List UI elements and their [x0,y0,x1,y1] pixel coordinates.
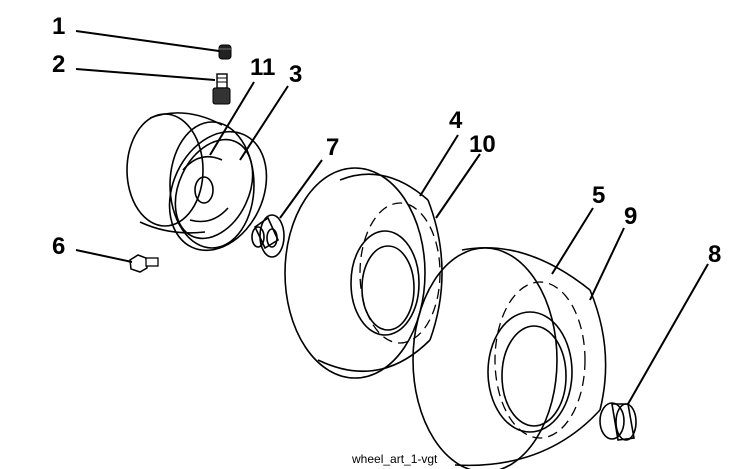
hub-cap [599,402,637,441]
callout-6: 6 [52,233,65,260]
leader-lines [75,30,709,405]
callout-5: 5 [592,182,605,209]
callout-9: 9 [624,203,637,230]
lug-bolt [129,254,159,273]
callout-8: 8 [708,241,721,268]
callout-11: 11 [250,54,275,81]
callout-7: 7 [326,134,339,161]
callout-1: 1 [52,13,65,40]
wheel-rim [126,112,268,252]
bushing [251,214,285,258]
callout-4: 4 [449,107,463,134]
front-tire [284,167,443,379]
callout-10: 10 [469,131,496,158]
callout-2: 2 [52,51,65,78]
valve-stem [212,73,231,105]
valve-cap [218,44,232,60]
callout-3: 3 [289,61,302,88]
rear-tire [412,246,607,469]
figure-caption: wheel_art_1-vgt [351,452,438,466]
